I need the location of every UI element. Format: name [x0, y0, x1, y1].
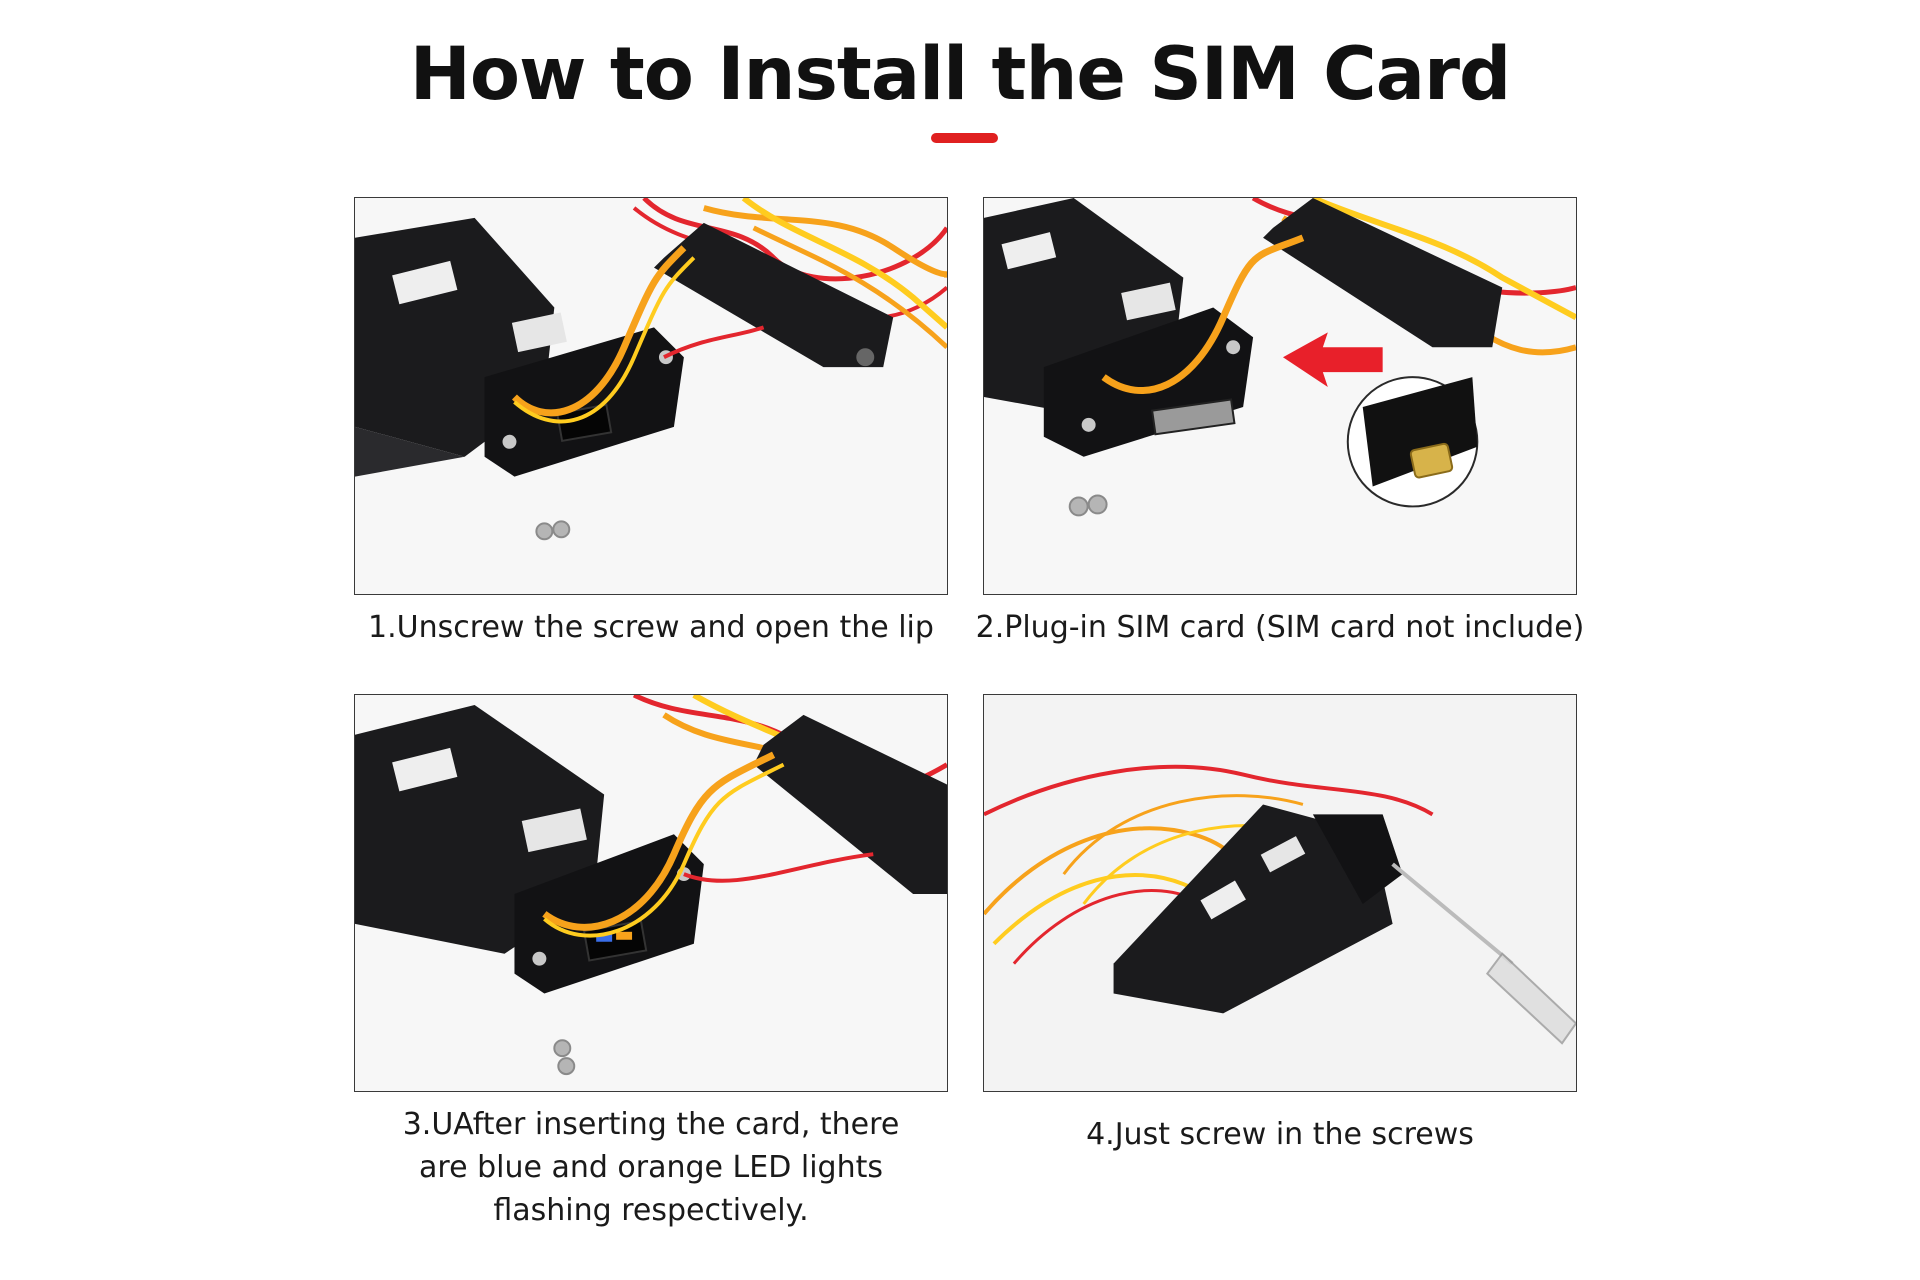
step-4-caption: 4.Just screw in the screws — [1086, 1117, 1474, 1152]
step-2-caption: 2.Plug-in SIM card (SIM card not include… — [975, 610, 1585, 645]
step-1-photo — [354, 197, 948, 595]
title-accent-bar — [931, 133, 998, 143]
page-title: How to Install the SIM Card — [409, 32, 1511, 117]
step-1-caption: 1.Unscrew the screw and open the lip — [368, 610, 934, 645]
step-4-photo — [983, 694, 1577, 1092]
step-3-caption: 3.UAfter inserting the card, there are b… — [402, 1107, 900, 1228]
step-3-photo — [354, 694, 948, 1092]
step-2-photo — [983, 197, 1577, 595]
